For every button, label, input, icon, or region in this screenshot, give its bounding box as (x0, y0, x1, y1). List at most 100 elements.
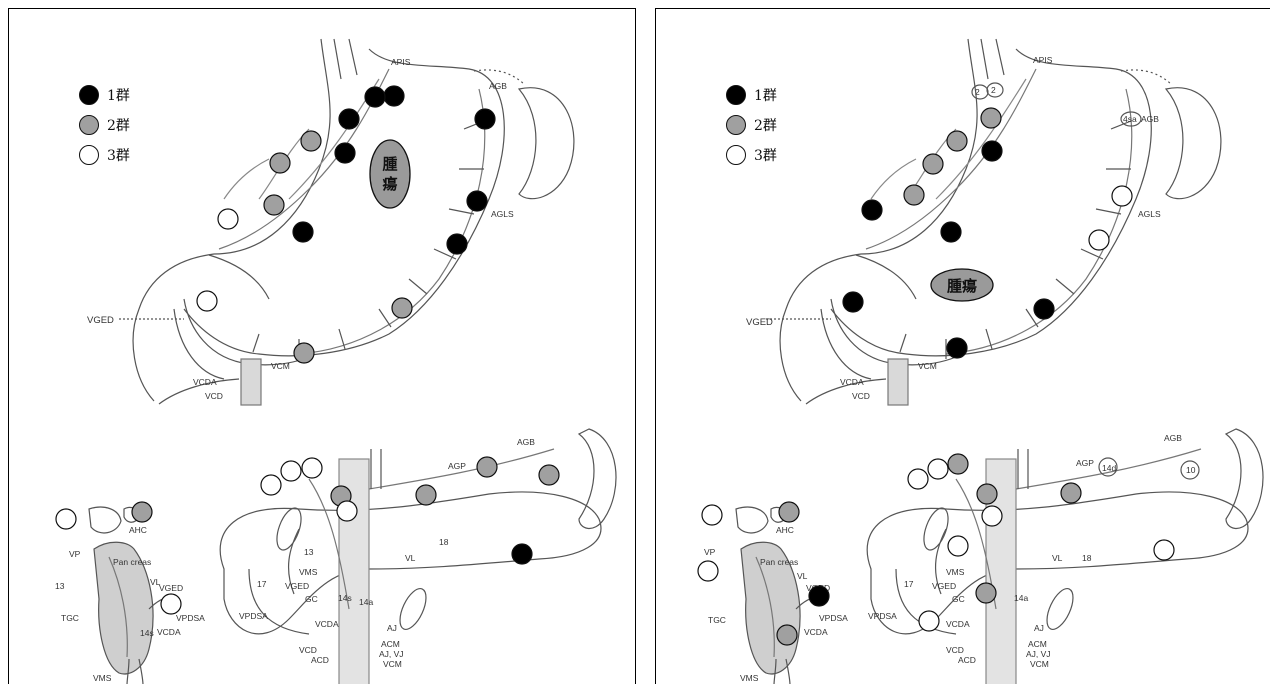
lymph-node-group2 (301, 131, 321, 151)
lymph-node-group1 (862, 200, 882, 220)
lymph-node-group3 (281, 461, 301, 481)
lymph-node-group1 (339, 109, 359, 129)
label-2b: 2 (991, 85, 996, 95)
legend-label: 2群 (107, 115, 130, 135)
label-vcm: VCM (1030, 659, 1049, 669)
lymph-node-group3 (197, 291, 217, 311)
lymph-node-group3 (982, 506, 1002, 526)
label-vcm: VCM (383, 659, 402, 669)
label-vcda: VCDA (315, 619, 339, 629)
label-vp: VP (69, 549, 81, 559)
lymph-node-group1 (809, 586, 829, 606)
lymph-node-group2 (392, 298, 412, 318)
lymph-node-group3 (1112, 186, 1132, 206)
label-acd: ACD (958, 655, 976, 665)
lymph-node-group3 (56, 509, 76, 529)
lymph-node-group1 (512, 544, 532, 564)
lymph-node-group2 (270, 153, 290, 173)
label-gc: GC (305, 594, 318, 604)
lymph-node-group1 (293, 222, 313, 242)
label-acd: ACD (311, 655, 329, 665)
lymph-node-group2 (981, 108, 1001, 128)
tumor-label: 腫瘍 (947, 277, 977, 295)
label-14s-left: 14s (140, 628, 154, 638)
lymph-node-group2 (539, 465, 559, 485)
legend-swatch (726, 85, 746, 105)
lymph-node-group3 (908, 469, 928, 489)
label-4sa: 4sa (1123, 114, 1137, 124)
lymph-node-group2 (132, 502, 152, 522)
lymph-node-group2 (777, 625, 797, 645)
lymph-node-group2 (416, 485, 436, 505)
diagram-panel-right: 腫瘍 APIS 2 2 4sa AGB AGLS VGED VCDA VCD V… (655, 8, 1270, 684)
label-agb: AGB (489, 81, 507, 91)
anatomy-drawing-left: 腫 瘍 APIS AGB AGLS VGED VCDA VCD VCM AGB … (9, 9, 636, 684)
lymph-node-group2 (923, 154, 943, 174)
lymph-node-group3 (928, 459, 948, 479)
tumor: 腫 瘍 (370, 140, 410, 208)
label-vms: VMS (299, 567, 318, 577)
label-vged-upper: VGED (746, 317, 773, 328)
label-13-left: 13 (55, 581, 65, 591)
lymph-node-group3 (337, 501, 357, 521)
lymph-node-group3 (702, 505, 722, 525)
legend-item-group3: 3群 (79, 144, 130, 166)
legend-swatch (79, 115, 99, 135)
label-ajvj: AJ, VJ (1026, 649, 1051, 659)
label-17: 17 (257, 579, 267, 589)
tumor: 腫瘍 (931, 269, 993, 301)
legend-label: 1群 (107, 85, 130, 105)
label-vp: VP (704, 547, 716, 557)
label-pancreas: Pan creas (760, 557, 798, 567)
legend-label: 3群 (754, 145, 777, 165)
lymph-node-group3 (302, 458, 322, 478)
lymph-node-group3 (698, 561, 718, 581)
label-vpdsa-left: VPDSA (176, 613, 205, 623)
tumor-label-part1: 腫 (382, 155, 397, 173)
label-vcd-upper: VCD (205, 391, 223, 401)
label-aj: AJ (1034, 623, 1044, 633)
label-agb: AGB (1141, 114, 1159, 124)
legend-item-group2: 2群 (79, 114, 130, 136)
label-vged-upper: VGED (87, 315, 114, 326)
label-apis: APIS (1033, 55, 1053, 65)
anatomy-drawing-right: 腫瘍 APIS 2 2 4sa AGB AGLS VGED VCDA VCD V… (656, 9, 1270, 684)
label-vl-left: VL (797, 571, 808, 581)
lymph-node-group2 (904, 185, 924, 205)
legend-swatch (726, 115, 746, 135)
legend-label: 3群 (107, 145, 130, 165)
tumor-label-part2: 瘍 (382, 175, 397, 193)
label-10: 10 (1186, 465, 1196, 475)
label-vcda-upper: VCDA (840, 377, 864, 387)
label-apis: APIS (391, 57, 411, 67)
lymph-node-group2 (264, 195, 284, 215)
label-acm: ACM (381, 639, 400, 649)
label-vged: VGED (932, 581, 956, 591)
label-agb-lower: AGB (517, 437, 535, 447)
label-vcm-upper: VCM (918, 361, 937, 371)
label-vcd: VCD (299, 645, 317, 655)
label-gc: GC (952, 594, 965, 604)
label-tgc: TGC (708, 615, 726, 625)
label-acm: ACM (1028, 639, 1047, 649)
lymph-node-group1 (475, 109, 495, 129)
label-vpdsa: VPDSA (868, 611, 897, 621)
label-aj: AJ (387, 623, 397, 633)
label-ahc: AHC (129, 525, 147, 535)
legend-label: 1群 (754, 85, 777, 105)
label-vl: VL (405, 553, 416, 563)
label-14a: 14a (1014, 593, 1028, 603)
label-vms-left: VMS (93, 673, 112, 683)
lymph-node-group2 (977, 484, 997, 504)
diagram-panel-left: 腫 瘍 APIS AGB AGLS VGED VCDA VCD VCM AGB … (8, 8, 636, 684)
lymph-node-group3 (1154, 540, 1174, 560)
lymph-node-group2 (779, 502, 799, 522)
lymph-node-group3 (948, 536, 968, 556)
label-ajvj: AJ, VJ (379, 649, 404, 659)
label-vcd: VCD (946, 645, 964, 655)
lymph-node-group1 (365, 87, 385, 107)
label-vms-left: VMS (740, 673, 759, 683)
label-agls: AGLS (1138, 209, 1161, 219)
label-vpdsa: VPDSA (239, 611, 268, 621)
lymph-node-group1 (941, 222, 961, 242)
